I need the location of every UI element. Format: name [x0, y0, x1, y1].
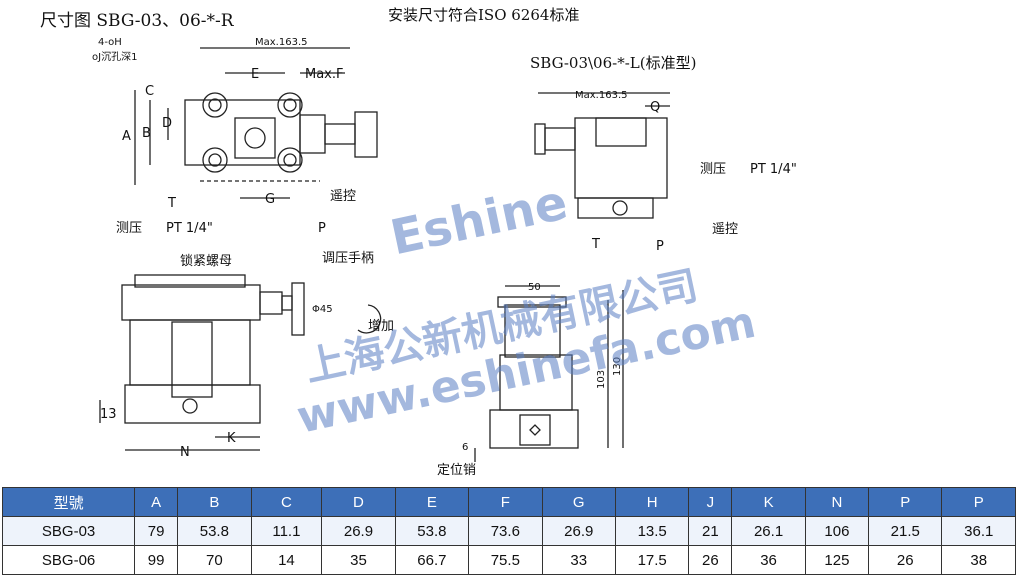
dim-G: G	[265, 192, 275, 207]
header-model: 型號	[1, 487, 136, 517]
header-C: C	[250, 487, 323, 517]
technical-drawing: 4-oH oJ沉孔深1 Max.163.5 E Max.F A B C D G …	[92, 37, 797, 478]
left-gauge-pt: PT 1/4"	[166, 221, 213, 236]
dim-E: E	[251, 67, 259, 82]
table-cell: 17.5	[614, 545, 690, 575]
right-gauge: 测压	[700, 162, 726, 177]
left-remote: 遥控	[330, 189, 356, 204]
header-P1: P	[868, 487, 943, 517]
right-port-P: P	[656, 239, 664, 254]
lock-nut-label: 锁紧螺母	[180, 253, 232, 269]
dim-D: D	[162, 116, 172, 131]
right-gauge-pt: PT 1/4"	[750, 162, 797, 177]
table-cell: 35	[321, 545, 396, 575]
header-F: F	[468, 487, 543, 517]
dim-130: 130	[612, 357, 623, 376]
header-P2: P	[941, 487, 1016, 517]
table-cell: 33	[541, 545, 616, 575]
hole-note-1: 4-oH	[98, 37, 122, 48]
left-max-dim: Max.163.5	[255, 37, 307, 48]
drawing-title: 尺寸图 SBG-03、06-*-R	[40, 11, 234, 31]
table-cell: 11.1	[250, 516, 323, 546]
table-cell: SBG-06	[1, 545, 136, 575]
watermark-brand: Eshine	[386, 174, 572, 266]
right-top-view	[534, 92, 670, 219]
left-side-view	[99, 274, 382, 451]
right-side-view	[474, 285, 624, 462]
left-gauge: 测压	[116, 221, 142, 236]
table-cell: 14	[250, 545, 323, 575]
table-cell: 26.1	[731, 516, 806, 546]
header-A: A	[134, 487, 179, 517]
dim-C: C	[145, 84, 154, 99]
increase-label: 增加	[368, 319, 394, 334]
table-cell: 26.9	[321, 516, 396, 546]
right-remote: 遥控	[712, 222, 738, 237]
table-cell: SBG-03	[1, 516, 136, 546]
handle-label: 调压手柄	[322, 251, 374, 266]
dim-13: 13	[100, 407, 117, 422]
header-E: E	[394, 487, 470, 517]
table-cell: 36.1	[941, 516, 1016, 546]
header-N: N	[804, 487, 870, 517]
header-J: J	[688, 487, 733, 517]
table-cell: 38	[941, 545, 1016, 575]
table-cell: 99	[134, 545, 179, 575]
header-K: K	[731, 487, 806, 517]
table-cell: 75.5	[468, 545, 543, 575]
dim-Q: Q	[650, 100, 660, 115]
table-cell: 21	[688, 516, 733, 546]
left-top-view	[134, 47, 378, 199]
table-cell: 53.8	[394, 516, 470, 546]
right-max-dim: Max.163.5	[575, 90, 627, 101]
dim-6: 6	[462, 442, 468, 453]
table-cell: 36	[731, 545, 806, 575]
table-cell: 70	[177, 545, 252, 575]
dim-B: B	[142, 126, 151, 141]
locating-pin-label: 定位销	[437, 463, 476, 478]
table-cell: 79	[134, 516, 179, 546]
table-cell: 13.5	[614, 516, 690, 546]
table-row: SBG-06 99 70 14 35 66.7 75.5 33 17.5 26 …	[1, 545, 1016, 575]
table-cell: 26.9	[541, 516, 616, 546]
dim-A: A	[122, 129, 131, 144]
dimension-table: 型號 A B C D E F G H J K N P P SBG-03 79 5…	[1, 487, 1016, 575]
table-cell: 125	[804, 545, 870, 575]
table-header-row: 型號 A B C D E F G H J K N P P	[1, 487, 1016, 517]
left-port-T: T	[167, 196, 176, 211]
standard-note: 安装尺寸符合ISO 6264标准	[388, 6, 580, 24]
left-port-P: P	[318, 221, 326, 236]
header-G: G	[541, 487, 616, 517]
dim-103: 103	[596, 370, 607, 389]
table-row: SBG-03 79 53.8 11.1 26.9 53.8 73.6 26.9 …	[1, 516, 1016, 546]
table-cell: 53.8	[177, 516, 252, 546]
hole-note-2: oJ沉孔深1	[92, 50, 137, 63]
dia45: Φ45	[312, 304, 333, 315]
header-D: D	[321, 487, 396, 517]
table-cell: 26	[688, 545, 733, 575]
table-cell: 73.6	[468, 516, 543, 546]
standard-model-title: SBG-03\06-*-L(标准型)	[530, 54, 697, 72]
dim-K: K	[227, 431, 236, 446]
dim-N: N	[180, 445, 190, 460]
table-cell: 106	[804, 516, 870, 546]
table-cell: 26	[868, 545, 943, 575]
table-cell: 21.5	[868, 516, 943, 546]
right-port-T: T	[591, 237, 600, 252]
header-H: H	[614, 487, 690, 517]
dim-F: Max.F	[305, 67, 344, 82]
header-B: B	[177, 487, 252, 517]
table-cell: 66.7	[394, 545, 470, 575]
dim-50: 50	[528, 282, 541, 293]
